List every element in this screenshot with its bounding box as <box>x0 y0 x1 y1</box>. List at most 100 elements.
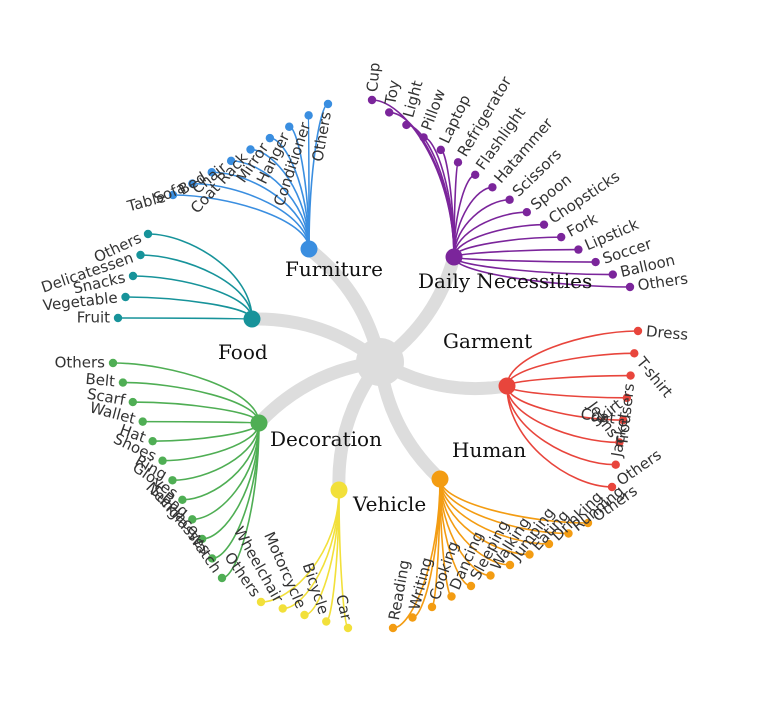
leaf-link-decoration <box>152 422 260 442</box>
leaf-label: Others <box>309 110 336 163</box>
leaf-link-food <box>140 254 253 320</box>
leaf-link-garment <box>506 374 631 387</box>
category-node-decoration <box>250 414 268 432</box>
leaf-node-vehicle <box>322 617 331 626</box>
leaf-node-garment <box>633 326 643 336</box>
leaf-label: Dress <box>645 322 689 344</box>
leaf-node-food <box>128 271 138 281</box>
leaf-node-daily-necessities <box>591 257 600 267</box>
leaf-link-furniture <box>192 182 310 250</box>
leaf-node-daily-necessities <box>505 195 514 204</box>
leaf-node-daily-necessities <box>574 245 583 254</box>
leaf-node-human <box>408 613 417 622</box>
leaf-node-furniture <box>168 190 178 200</box>
leaf-link-human <box>439 478 550 545</box>
leaf-node-decoration <box>138 417 147 426</box>
leaf-link-furniture <box>211 171 310 250</box>
category-node-human <box>431 470 449 488</box>
leaf-node-human <box>544 539 554 549</box>
category-node-food <box>243 310 261 328</box>
leaf-node-garment <box>611 460 620 469</box>
leaf-node-daily-necessities <box>453 158 463 167</box>
category-node-daily-necessities <box>445 248 463 266</box>
category-label-food: Food <box>218 340 268 364</box>
leaf-link-daily-necessities <box>453 198 510 258</box>
leaf-link-human <box>439 478 589 524</box>
leaf-node-garment <box>630 349 639 358</box>
leaf-node-vehicle <box>300 610 309 620</box>
leaf-label: Belt <box>85 370 116 391</box>
leaf-node-human <box>505 560 515 570</box>
leaf-label: Others <box>55 354 106 372</box>
leaf-link-vehicle <box>260 489 340 603</box>
leaf-node-food <box>136 250 145 260</box>
leaf-node-decoration <box>118 378 128 387</box>
leaf-link-decoration <box>142 420 260 424</box>
leaf-node-food <box>143 229 153 239</box>
leaf-node-decoration <box>188 515 197 524</box>
leaf-link-decoration <box>182 422 260 501</box>
leaf-node-food <box>113 313 123 323</box>
root-node <box>356 338 404 386</box>
leaf-node-daily-necessities <box>557 232 566 242</box>
leaf-node-daily-necessities <box>419 133 428 142</box>
leaf-node-furniture <box>188 179 197 188</box>
leaf-node-garment <box>626 371 635 380</box>
leaf-link-garment <box>506 385 620 444</box>
leaf-link-human <box>439 478 569 535</box>
leaf-label: Cup <box>363 62 384 93</box>
leaf-node-daily-necessities <box>471 170 480 179</box>
leaf-node-vehicle <box>343 623 353 633</box>
category-label-daily-necessities: Daily Necessities <box>418 269 592 293</box>
leaf-node-garment <box>607 482 617 492</box>
leaf-node-human <box>447 592 456 601</box>
category-node-furniture <box>300 240 318 258</box>
leaf-label: T-shirt <box>632 353 676 401</box>
leaf-node-human <box>486 571 495 580</box>
leaf-node-daily-necessities <box>488 183 497 192</box>
leaf-label: Watch <box>184 528 226 577</box>
leaf-node-decoration <box>207 554 217 563</box>
leaf-node-decoration <box>217 573 227 583</box>
leaf-node-daily-necessities <box>539 220 549 229</box>
leaf-node-furniture <box>285 122 294 131</box>
leaf-node-daily-necessities <box>402 120 411 130</box>
category-node-vehicle <box>330 481 348 499</box>
leaf-link-garment <box>506 385 627 399</box>
leaf-link-human <box>439 478 530 556</box>
leaf-node-human <box>466 581 476 591</box>
leaf-link-garment <box>506 330 639 387</box>
category-label-human: Human <box>452 438 526 462</box>
leaf-link-daily-necessities <box>453 256 596 263</box>
leaf-node-furniture <box>304 111 313 120</box>
leaf-link-garment <box>506 385 613 488</box>
leaf-node-food <box>121 292 130 302</box>
leaf-link-food <box>117 317 253 320</box>
leaf-link-garment <box>506 385 616 466</box>
leaf-node-furniture <box>207 168 216 177</box>
leaf-node-garment <box>622 393 632 403</box>
leaf-link-furniture <box>172 194 310 250</box>
leaf-node-furniture <box>265 133 275 143</box>
leaf-node-decoration <box>108 358 118 368</box>
category-label-vehicle: Vehicle <box>352 492 426 516</box>
leaf-node-daily-necessities <box>436 145 445 155</box>
category-label-furniture: Furniture <box>285 257 383 281</box>
leaf-node-decoration <box>128 397 138 407</box>
leaf-node-decoration <box>168 476 177 485</box>
leaf-node-daily-necessities <box>625 282 635 292</box>
leaf-link-furniture <box>231 160 310 250</box>
category-node-garment <box>498 377 516 395</box>
leaf-link-decoration <box>172 422 260 482</box>
leaf-node-human <box>583 518 593 528</box>
leaf-link-decoration <box>162 422 260 462</box>
leaf-node-human <box>525 550 534 559</box>
leaf-link-daily-necessities <box>453 248 579 258</box>
leaf-node-vehicle <box>278 604 287 613</box>
leaf-link-decoration <box>221 422 260 579</box>
leaf-link-decoration <box>112 362 260 424</box>
leaf-node-daily-necessities <box>385 108 394 117</box>
leaf-node-decoration <box>197 534 207 544</box>
